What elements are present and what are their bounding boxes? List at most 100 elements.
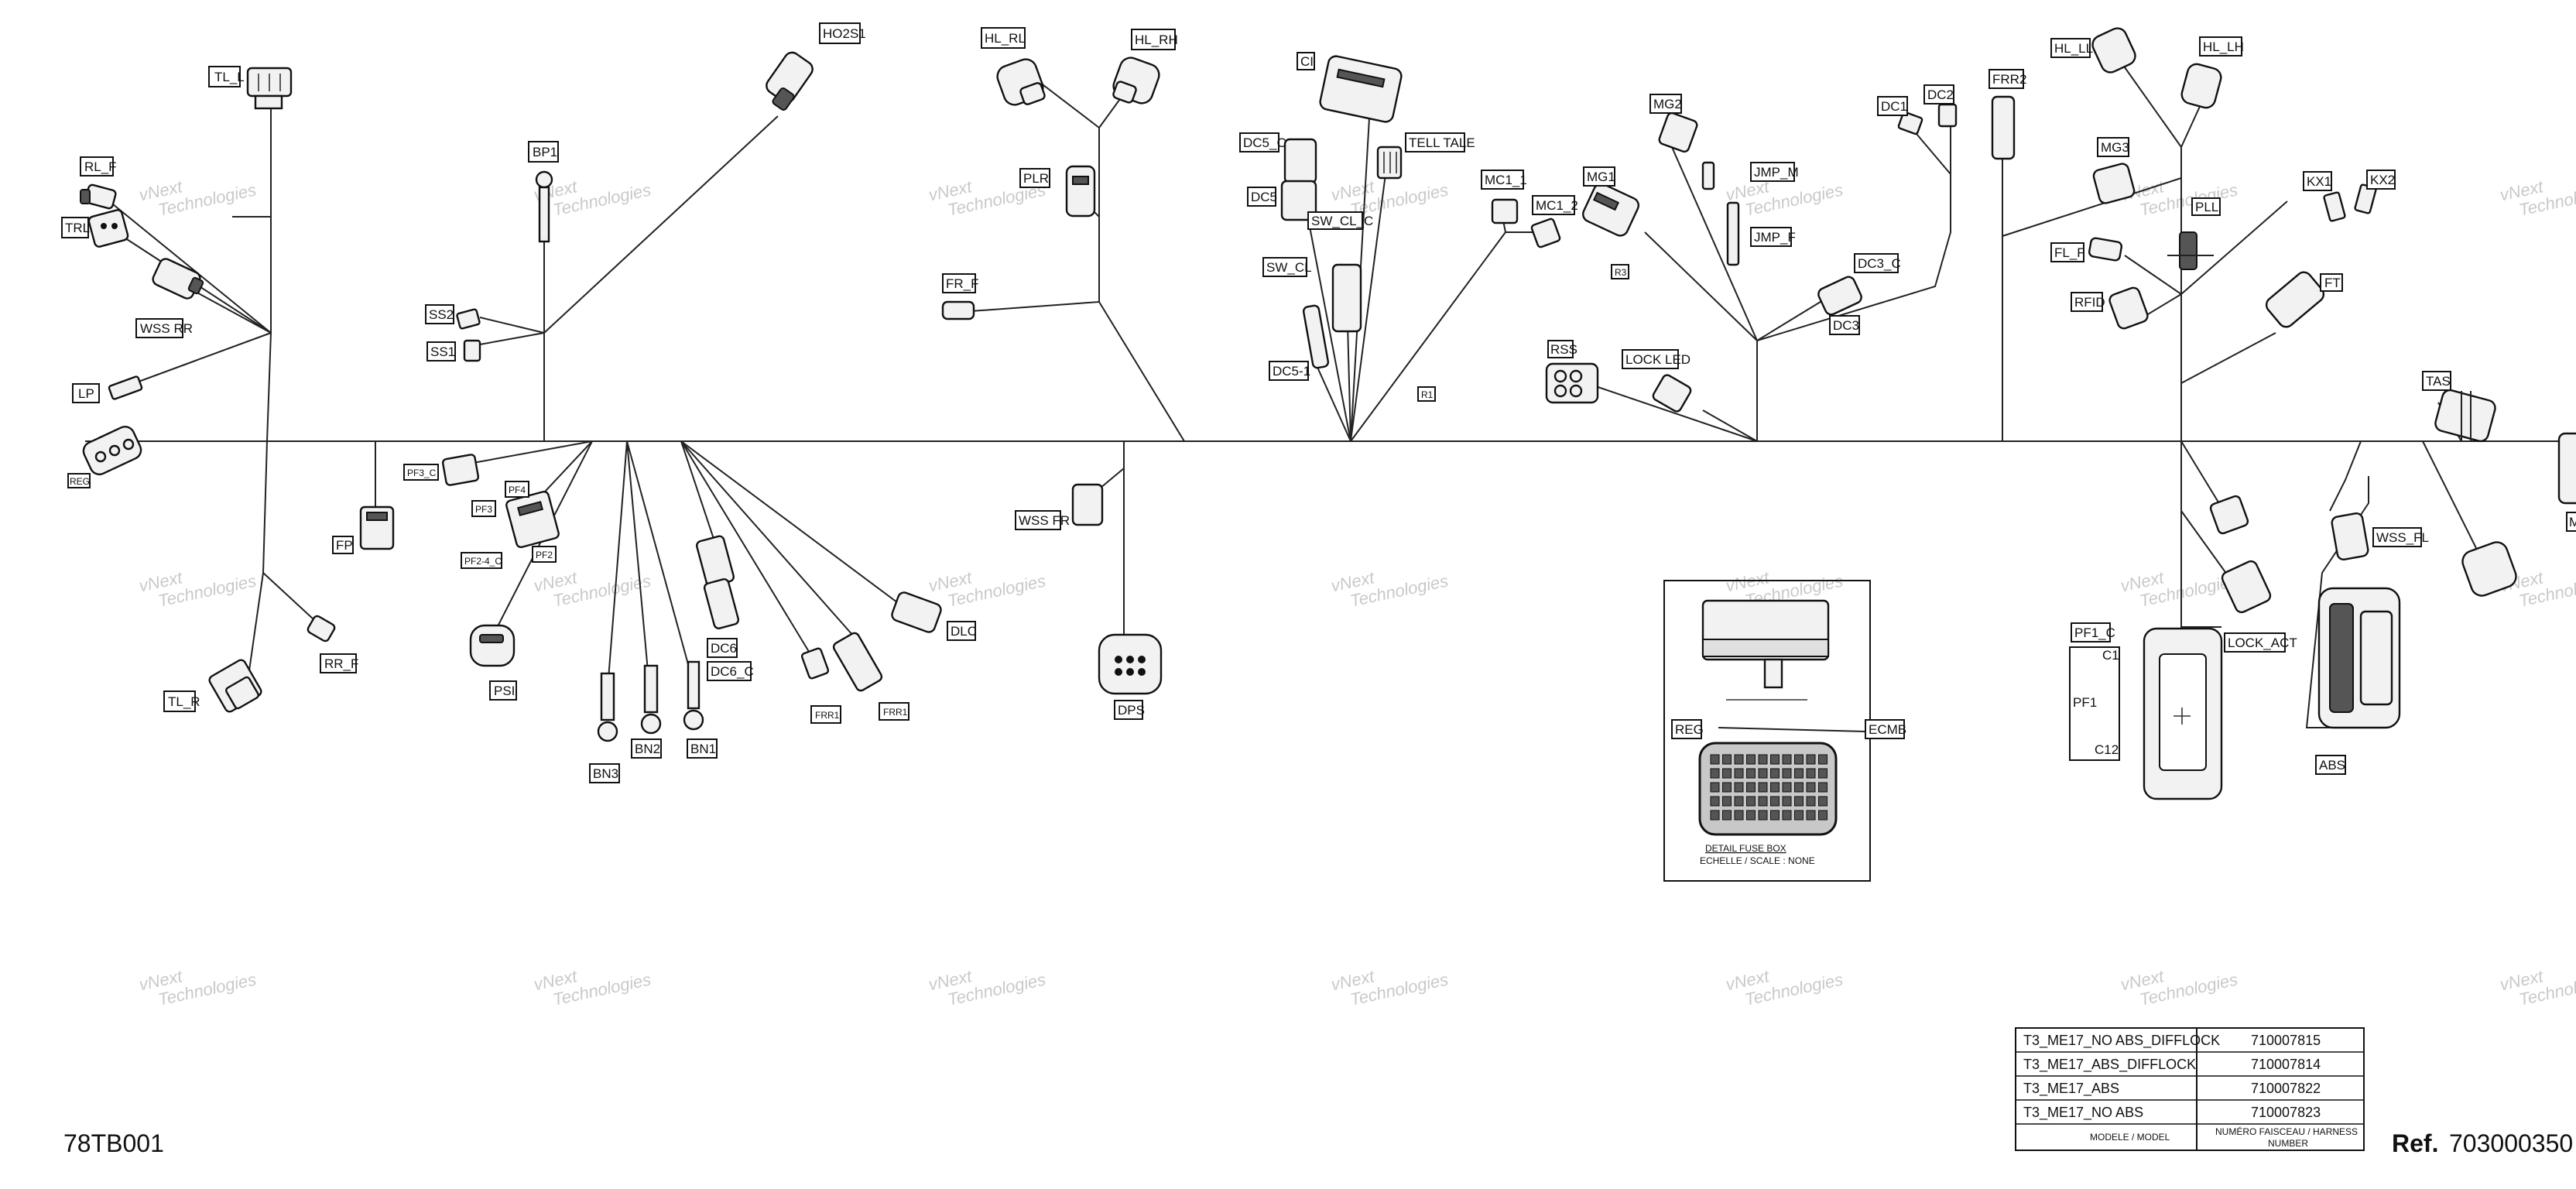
svg-text:HO2S1: HO2S1 [823, 26, 866, 41]
svg-text:MG3: MG3 [2101, 140, 2129, 155]
fuse-box-terminal [1722, 796, 1732, 807]
connector-jmp_m-icon [1701, 161, 1715, 190]
label-hl_ll: HL_LL [2050, 38, 2093, 58]
fuse-box-terminal [1758, 782, 1768, 793]
connector-plr-icon [1065, 165, 1096, 218]
label-frr2: FRR2 [1989, 69, 2026, 89]
label-pf1_c: PF1_C [2071, 622, 2115, 642]
label-fr_f: FR_F [942, 273, 979, 293]
connector-mg2-icon [1658, 111, 1698, 153]
svg-text:R3: R3 [1615, 267, 1627, 278]
label-frr1a: FRR1 [810, 705, 841, 724]
svg-text:PF4: PF4 [509, 485, 526, 495]
fuse-box-terminal [1710, 754, 1720, 765]
svg-text:WSS FR: WSS FR [1019, 513, 1070, 528]
label-wss_rr: WSS RR [135, 318, 193, 338]
label-bn3: BN3 [589, 763, 620, 783]
label-dc5_c: DC5_C [1239, 132, 1286, 152]
fuse-box-terminal [1758, 796, 1768, 807]
connector-wss_fr-icon [1071, 483, 1104, 526]
svg-text:710007822: 710007822 [2251, 1081, 2321, 1096]
connector-ft-icon [2265, 271, 2325, 328]
svg-text:HL_RH: HL_RH [1135, 33, 1178, 47]
connector-wss-right-icon [2461, 541, 2517, 597]
fuse-box-terminal [1710, 768, 1720, 779]
fuse-box-terminal [1806, 782, 1816, 793]
connector-frr1b-icon [832, 632, 883, 692]
connector-dc5_1-icon [1302, 304, 1330, 369]
connector-dc5-icon [1280, 180, 1317, 221]
label-jmp_m: JMP_M [1750, 162, 1799, 182]
svg-text:ABS: ABS [2319, 758, 2345, 773]
label-hl_rl: HL_RL [981, 27, 1026, 49]
label-dlc: DLC [947, 621, 977, 641]
label-trl: TRL [61, 217, 90, 238]
svg-text:710007815: 710007815 [2251, 1033, 2321, 1048]
svg-text:HL_RL: HL_RL [985, 31, 1026, 46]
connector-dc2-icon [1937, 103, 1958, 128]
fuse-box-terminal [1722, 754, 1732, 765]
svg-text:T3_ME17_ABS: T3_ME17_ABS [2023, 1081, 2119, 1097]
svg-text:PLR: PLR [1023, 171, 1049, 186]
connector-kx1-icon [2323, 191, 2346, 222]
fuse-box-terminal [1818, 796, 1828, 807]
svg-text:MC1_2: MC1_2 [1536, 198, 1578, 213]
fuse-box-terminal-grid [1710, 754, 1828, 821]
label-dc1: DC1 [1877, 96, 1908, 116]
connector-dlc-icon [891, 591, 942, 633]
fuse-box-terminal [1746, 782, 1756, 793]
label-pf2_4_c: PF2-4_C [461, 552, 502, 569]
fuse-box-terminal [1710, 796, 1720, 807]
svg-text:DC3_C: DC3_C [1858, 256, 1901, 271]
svg-text:REG: REG [70, 476, 90, 487]
connector-mg3-icon [2092, 163, 2136, 204]
label-rss: RSS [1547, 340, 1577, 358]
label-ss2: SS2 [425, 304, 454, 324]
fuse-box-terminal [1818, 768, 1828, 779]
label-rl_f: RL_F [80, 156, 117, 176]
fuse-box-terminal [1770, 796, 1780, 807]
label-tl_r: TL_R [163, 690, 200, 712]
svg-text:PF3: PF3 [475, 504, 492, 515]
detail-title: DETAIL FUSE BOX [1705, 843, 1786, 854]
label-wss_fr: WSS FR [1015, 510, 1070, 530]
label-dc6_c: DC6_C [707, 661, 754, 681]
label-hl_rh: HL_RH [1131, 29, 1178, 50]
svg-text:HL_LH: HL_LH [2203, 39, 2244, 54]
label-ms: MS [2566, 512, 2576, 532]
svg-text:T3_ME17_ABS_DIFFLOCK: T3_ME17_ABS_DIFFLOCK [2023, 1057, 2196, 1073]
svg-text:PF2: PF2 [536, 550, 553, 560]
fuse-box-terminal [1770, 754, 1780, 765]
fuse-box-terminal [1710, 810, 1720, 821]
connector-wss_fl-icon [2331, 512, 2369, 560]
connector-tell_tale-icon [1376, 146, 1403, 180]
connector-trl-icon [87, 209, 129, 248]
svg-text:FT: FT [2324, 276, 2341, 290]
svg-text:DC1: DC1 [1881, 99, 1907, 114]
fuse-box-terminal [1794, 768, 1804, 779]
connector-ss1-icon [463, 339, 481, 362]
label-r3: R3 [1611, 264, 1629, 279]
svg-text:BN1: BN1 [690, 742, 716, 756]
svg-text:DC2: DC2 [1927, 87, 1954, 102]
label-pf3: PF3 [471, 500, 496, 517]
svg-text:FP: FP [336, 538, 353, 553]
svg-text:SW_CL_C: SW_CL_C [1311, 214, 1373, 228]
svg-text:KX1: KX1 [2307, 174, 2331, 189]
connector-ho2s1-icon [766, 51, 814, 111]
connector-labels: TL_L RL_F TRL WSS RR LP REG FP RR_F TL_R… [61, 22, 2576, 783]
fuse-box-terminal [1758, 810, 1768, 821]
svg-text:DC3: DC3 [1833, 318, 1859, 333]
svg-text:FL_F: FL_F [2054, 245, 2085, 260]
svg-text:WSS_FL: WSS_FL [2376, 530, 2429, 545]
label-mg2: MG2 [1649, 94, 1682, 114]
label-tas: TAS [2422, 371, 2451, 391]
svg-text:C1: C1 [2102, 648, 2119, 663]
drawing-code: 78TB001 [63, 1129, 164, 1157]
fuse-box-terminal [1770, 782, 1780, 793]
fuse-box-terminal [1746, 754, 1756, 765]
